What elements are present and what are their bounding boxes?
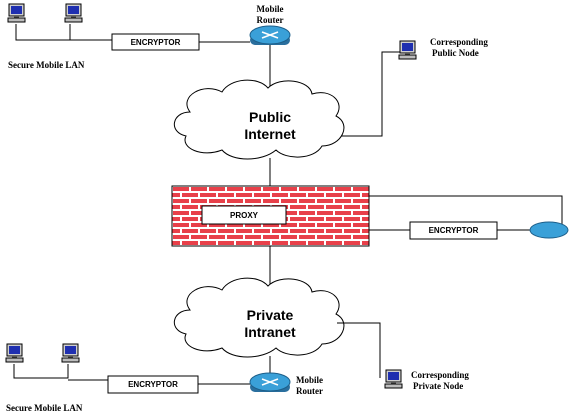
computer-icon xyxy=(5,343,24,363)
router-icon xyxy=(249,372,291,392)
router-label-line2: Router xyxy=(257,15,284,25)
secure-mobile-lan-label: Secure Mobile LAN xyxy=(6,403,83,413)
public-internet-cloud: Public Internet xyxy=(174,79,345,160)
computer-icon xyxy=(398,40,417,60)
mobile-router: Mobile Router xyxy=(249,372,323,396)
wireless-link-icon xyxy=(529,221,569,239)
public-node-label-line1: Corresponding xyxy=(430,37,488,47)
computer-icon xyxy=(7,3,26,23)
computer-icon xyxy=(61,343,80,363)
proxy-box xyxy=(201,205,287,225)
cloud-label-line1: Private xyxy=(247,307,294,323)
cloud-label-line1: Public xyxy=(249,109,291,125)
proxy-label: PROXY xyxy=(230,211,259,220)
private-node-label-line1: Corresponding xyxy=(411,370,469,380)
cloud-label-line2: Intranet xyxy=(244,324,296,340)
firewall: PROXY ENCRYPTOR xyxy=(171,185,569,247)
private-node: Corresponding Private Node xyxy=(337,322,469,391)
router-label-line1: Mobile xyxy=(257,4,284,14)
encryptor-label: ENCRYPTOR xyxy=(429,226,479,235)
encryptor-label: ENCRYPTOR xyxy=(128,380,178,389)
router-icon xyxy=(249,25,291,45)
encryptor-label: ENCRYPTOR xyxy=(131,38,181,47)
public-node: Corresponding Public Node xyxy=(337,37,488,137)
public-node-label-line2: Public Node xyxy=(432,48,479,58)
router-label-line2: Router xyxy=(296,386,323,396)
top-lan: ENCRYPTOR Secure Mobile LAN xyxy=(7,3,250,70)
private-node-label-line2: Private Node xyxy=(413,381,463,391)
computer-icon xyxy=(64,3,83,23)
cloud-label-line2: Internet xyxy=(244,126,296,142)
router-label-line1: Mobile xyxy=(296,375,323,385)
mobile-router: Mobile Router xyxy=(249,4,291,45)
computer-icon xyxy=(384,369,403,389)
private-intranet-cloud: Private Intranet xyxy=(174,277,345,358)
bottom-lan: ENCRYPTOR Secure Mobile LAN xyxy=(5,343,250,413)
secure-mobile-lan-label: Secure Mobile LAN xyxy=(8,60,85,70)
